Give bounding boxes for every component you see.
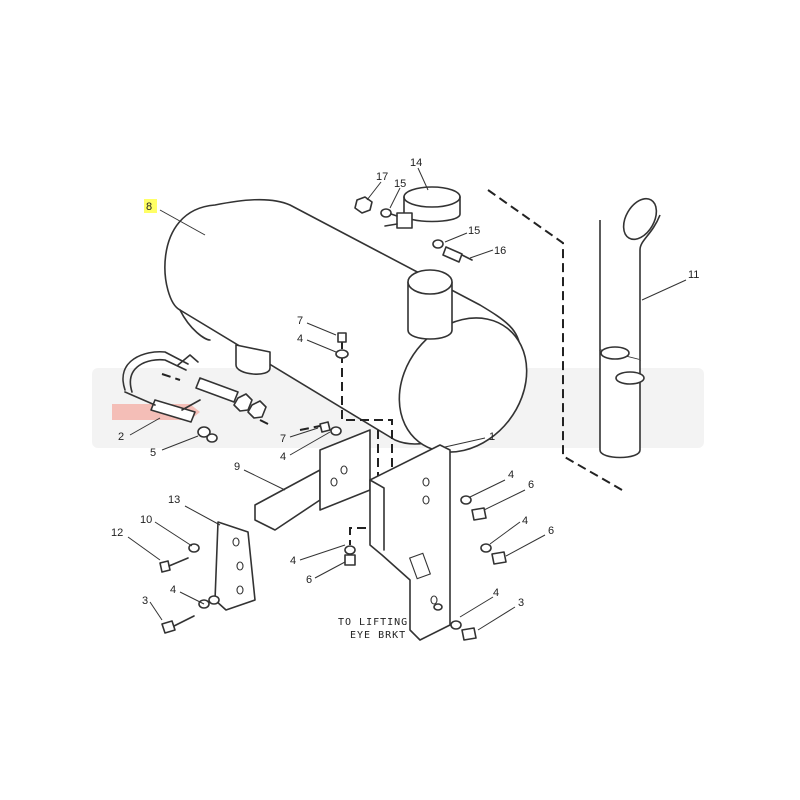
callout-5: 5 <box>150 447 156 459</box>
callout-12: 12 <box>111 527 123 539</box>
exhaust-clamp <box>384 186 461 229</box>
u-bolt-nuts <box>197 393 267 443</box>
callout-4-left: 4 <box>280 451 286 463</box>
callout-10: 10 <box>140 514 152 526</box>
inlet-stub <box>235 344 271 375</box>
callout-13: 13 <box>168 494 180 506</box>
callout-14: 14 <box>410 157 422 169</box>
callout-15-bottom: 15 <box>468 225 480 237</box>
callout-4-top: 4 <box>297 333 303 345</box>
hardware <box>159 332 507 641</box>
callout-4-right-middle: 4 <box>522 515 528 527</box>
clamp-nut <box>354 196 392 218</box>
lifting-eye-note: TO LIFTING EYE BRKT <box>338 617 408 641</box>
note-line-1: TO LIFTING <box>338 617 408 628</box>
callout-7-top: 7 <box>297 315 303 327</box>
callout-1: 1 <box>489 431 495 443</box>
callout-labels: 8 14 17 15 15 16 11 7 4 2 5 7 4 1 9 13 1… <box>111 157 699 609</box>
callout-11: 11 <box>688 269 699 281</box>
callout-8: 8 <box>146 201 152 213</box>
callout-6-center: 6 <box>306 574 312 586</box>
callout-3-right-lower: 3 <box>518 597 524 609</box>
callout-4-lower-left: 4 <box>170 584 176 596</box>
callout-9: 9 <box>234 461 240 473</box>
callout-3-lower-left: 3 <box>142 595 148 607</box>
callout-17: 17 <box>376 171 388 183</box>
support-bracket-1 <box>369 444 451 641</box>
callout-4-center: 4 <box>290 555 296 567</box>
leader-lines <box>127 167 687 631</box>
callout-4-right-upper: 4 <box>508 469 514 481</box>
callout-16: 16 <box>494 245 506 257</box>
exhaust-stack <box>599 197 661 459</box>
callout-6-right-middle: 6 <box>548 525 554 537</box>
callout-6-right-upper: 6 <box>528 479 534 491</box>
clamp-bolt <box>432 239 473 263</box>
callout-15-top: 15 <box>394 178 406 190</box>
mount-plate-13 <box>214 521 256 611</box>
callout-2: 2 <box>118 431 124 443</box>
callout-4-right-lower: 4 <box>493 587 499 599</box>
note-line-2: EYE BRKT <box>350 630 406 641</box>
outlet-stub <box>407 269 453 340</box>
u-bolt <box>122 350 239 423</box>
callout-7-left: 7 <box>280 433 286 445</box>
muffler-body <box>164 198 528 453</box>
